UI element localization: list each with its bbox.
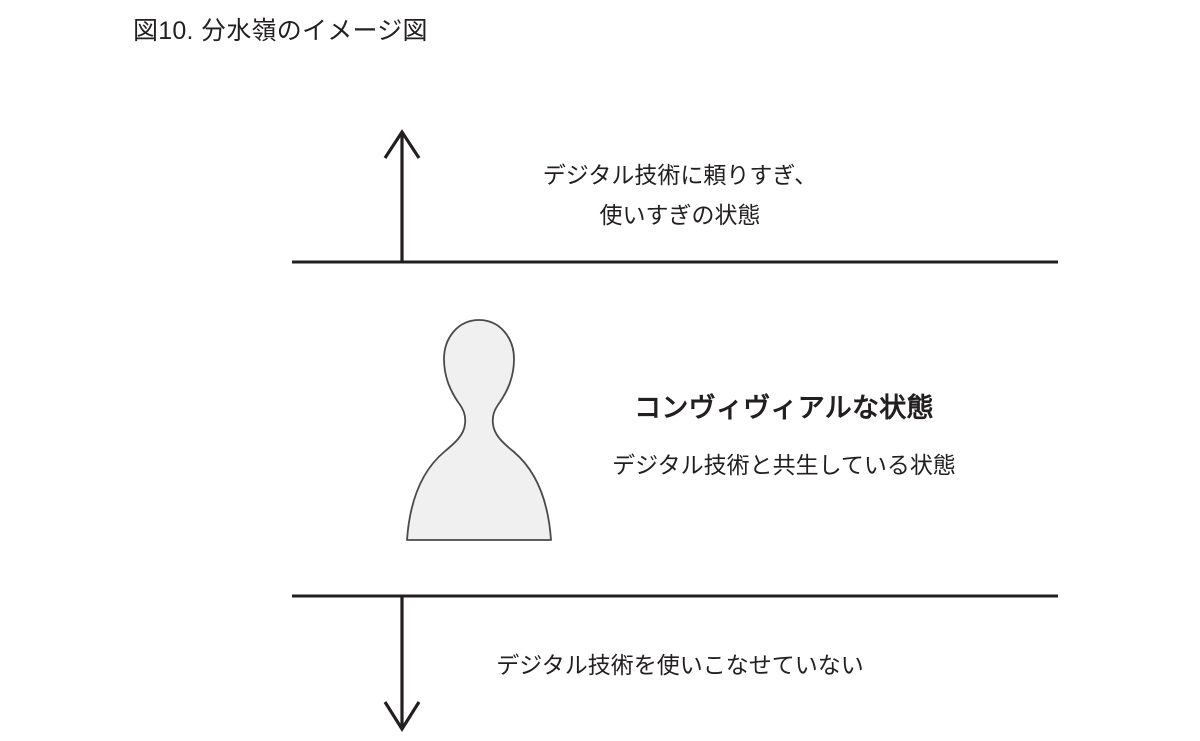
upper-zone-label-line2: 使いすぎの状態: [599, 202, 761, 228]
upper-zone-label: デジタル技術に頼りすぎ、 使いすぎの状態: [430, 155, 930, 235]
figure-title: 図10. 分水嶺のイメージ図: [133, 17, 428, 45]
person-silhouette-icon: [406, 319, 552, 541]
up-arrow-icon: [383, 129, 421, 159]
upper-zone-label-line1: デジタル技術に頼りすぎ、: [542, 162, 818, 188]
middle-zone-subtitle: デジタル技術と共生している状態: [612, 452, 956, 478]
lower-zone-label: デジタル技術を使いこなせていない: [496, 652, 864, 678]
middle-zone-heading: コンヴィヴィアルな状態: [634, 393, 934, 423]
down-arrow-icon: [383, 701, 421, 733]
